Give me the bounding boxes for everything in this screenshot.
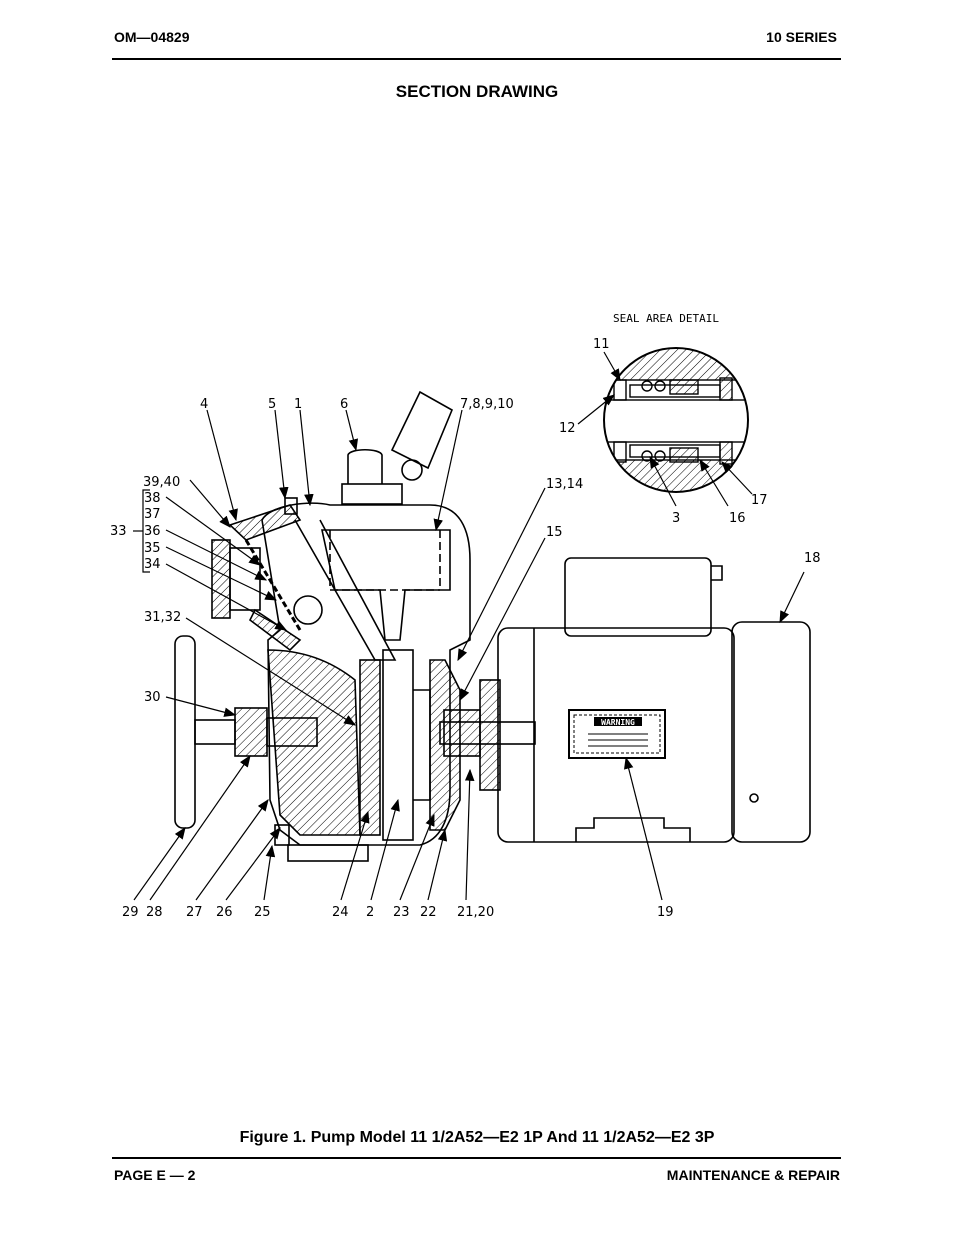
callout-19: 19 <box>657 905 674 920</box>
callout-leaders <box>133 351 805 901</box>
motor-adaptor-top <box>341 483 403 505</box>
callout-12: 12 <box>559 421 576 436</box>
callout-25: 25 <box>254 905 271 920</box>
callout-35: 35 <box>144 541 161 556</box>
casing-base <box>287 844 369 862</box>
pump-assembly <box>174 497 471 862</box>
fill-port-label-tag <box>390 390 454 470</box>
pump-top-assembly <box>341 390 454 505</box>
callout-17: 17 <box>751 493 768 508</box>
callout-33: 33 <box>110 524 127 539</box>
callout-30: 30 <box>144 690 161 705</box>
callout-21-20: 21,20 <box>457 905 494 920</box>
header-rule <box>112 58 841 60</box>
warning-text: WARNING <box>601 718 635 727</box>
footer-rule <box>112 1157 841 1159</box>
handwheel-nut <box>234 707 268 757</box>
pipe-plug <box>284 497 298 515</box>
impeller-hub <box>413 689 431 801</box>
callout-1: 1 <box>294 397 302 412</box>
motor-end-bell <box>731 621 811 843</box>
callout-31-32: 31,32 <box>144 610 181 625</box>
cover-plate <box>267 649 361 836</box>
suction-passage <box>294 519 397 661</box>
wear-plate <box>359 659 381 836</box>
callout-36: 36 <box>144 524 161 539</box>
seal-area-detail: SEAL AREA DETAIL <box>603 312 749 493</box>
handwheel <box>174 635 196 829</box>
motor <box>439 557 811 843</box>
callout-7-8-9-10: 7,8,9,10 <box>460 397 514 412</box>
motor-screw <box>749 793 759 803</box>
seal-detail-title: SEAL AREA DETAIL <box>613 312 719 325</box>
section-title: SECTION DRAWING <box>395 82 559 101</box>
page-number: PAGE E — 2 <box>114 1167 196 1183</box>
callout-39-40: 39,40 <box>143 475 180 490</box>
series-name: 10 SERIES <box>766 29 837 45</box>
document-number: OM—04829 <box>114 29 190 45</box>
warning-decal: WARNING <box>568 709 666 759</box>
callout-23: 23 <box>393 905 410 920</box>
callout-24: 24 <box>332 905 349 920</box>
callout-28: 28 <box>146 905 163 920</box>
callout-2: 2 <box>366 905 374 920</box>
callout-11: 11 <box>593 337 610 352</box>
callout-3: 3 <box>672 511 680 526</box>
callout-18: 18 <box>804 551 821 566</box>
callout-38: 38 <box>144 491 161 506</box>
callout-29: 29 <box>122 905 139 920</box>
callout-26: 26 <box>216 905 233 920</box>
figure-caption: Figure 1. Pump Model 11 1/2A52—E2 1P And… <box>239 1129 715 1146</box>
fill-port-cover <box>347 448 383 484</box>
motor-junction-box <box>564 557 712 637</box>
callout-13-14: 13,14 <box>546 477 583 492</box>
callout-16: 16 <box>729 511 746 526</box>
casing-volute <box>321 529 451 641</box>
callout-5: 5 <box>268 397 276 412</box>
motor-foot <box>575 817 691 842</box>
callout-22: 22 <box>420 905 437 920</box>
callout-27: 27 <box>186 905 203 920</box>
impeller <box>382 649 414 841</box>
handwheel-shaft <box>194 719 236 745</box>
adjusting-screw <box>266 717 318 747</box>
adaptor-flange <box>479 679 501 791</box>
chapter-title: MAINTENANCE & REPAIR <box>666 1167 840 1183</box>
shaft-seal-assembly <box>443 709 481 757</box>
callout-15: 15 <box>546 525 563 540</box>
callout-34: 34 <box>144 557 161 572</box>
discharge-flange <box>211 539 231 619</box>
discharge-check-valve <box>248 608 302 652</box>
callout-6: 6 <box>340 397 348 412</box>
callout-labels: 4 5 1 6 7,8,9,10 39,40 38 37 33 36 35 34… <box>110 337 821 920</box>
callout-4: 4 <box>200 397 208 412</box>
check-valve-weight <box>293 595 323 625</box>
callout-37: 37 <box>144 507 161 522</box>
